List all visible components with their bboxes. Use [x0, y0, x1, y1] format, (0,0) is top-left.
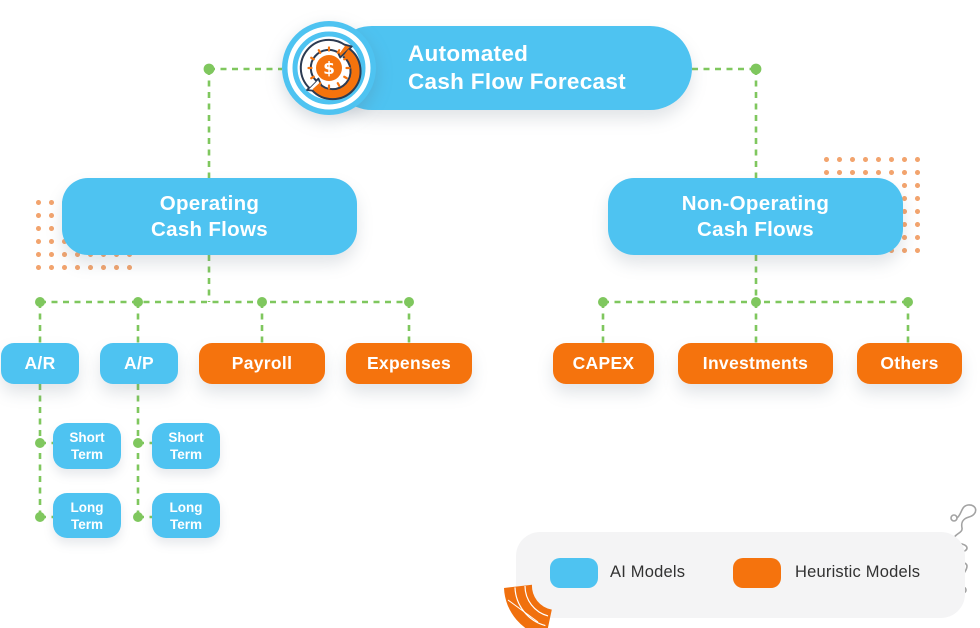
dollar-sign-icon: $: [323, 59, 335, 79]
payroll-label: Payroll: [231, 353, 293, 373]
node-non-operating-cash-flows: Non-Operating Cash Flows: [608, 178, 903, 255]
node-ap: A/P: [100, 343, 178, 384]
node-capex: CAPEX: [553, 343, 654, 384]
operating-label-line2: Cash Flows: [151, 217, 268, 241]
ray-ticks: [307, 46, 351, 90]
legend: AI Models Heuristic Models: [516, 532, 965, 618]
legend-swatch-heuristic-models: [733, 558, 781, 588]
node-expenses: Expenses: [346, 343, 472, 384]
cash-cycle-icon: $: [281, 20, 377, 116]
node-ar: A/R: [1, 343, 79, 384]
node-ar-long-term: Long Term: [53, 493, 121, 538]
root-title-line2: Cash Flow Forecast: [408, 69, 626, 94]
root-title-line1: Automated: [408, 41, 529, 66]
short-term-line1: Short: [69, 430, 105, 445]
ap-label: A/P: [123, 353, 155, 373]
node-ap-short-term: Short Term: [152, 423, 220, 469]
short-term-line2: Term: [169, 447, 202, 462]
non-operating-label-line1: Non-Operating: [681, 191, 830, 215]
operating-label-line1: Operating: [159, 191, 260, 215]
short-term-line1: Short: [168, 430, 204, 445]
non-operating-label-line2: Cash Flows: [697, 217, 814, 241]
long-term-line2: Term: [70, 516, 103, 532]
node-ap-long-term: Long Term: [152, 493, 220, 538]
legend-label-heuristic-models: Heuristic Models: [795, 563, 921, 581]
legend-label-ai-models: AI Models: [610, 563, 686, 581]
root-node-automated-cash-flow-forecast: Automated Cash Flow Forecast: [330, 26, 692, 110]
ar-label: A/R: [24, 353, 56, 373]
expenses-label: Expenses: [366, 353, 452, 373]
node-investments: Investments: [678, 343, 833, 384]
long-term-line2: Term: [169, 516, 202, 532]
long-term-line1: Long: [169, 499, 203, 515]
node-others: Others: [857, 343, 962, 384]
short-term-line2: Term: [70, 447, 103, 462]
investments-label: Investments: [702, 353, 809, 373]
node-ar-short-term: Short Term: [53, 423, 121, 469]
long-term-line1: Long: [70, 499, 104, 515]
legend-swatch-ai-models: [550, 558, 598, 588]
node-payroll: Payroll: [199, 343, 325, 384]
node-operating-cash-flows: Operating Cash Flows: [62, 178, 357, 255]
others-label: Others: [880, 353, 939, 373]
capex-label: CAPEX: [572, 353, 635, 373]
